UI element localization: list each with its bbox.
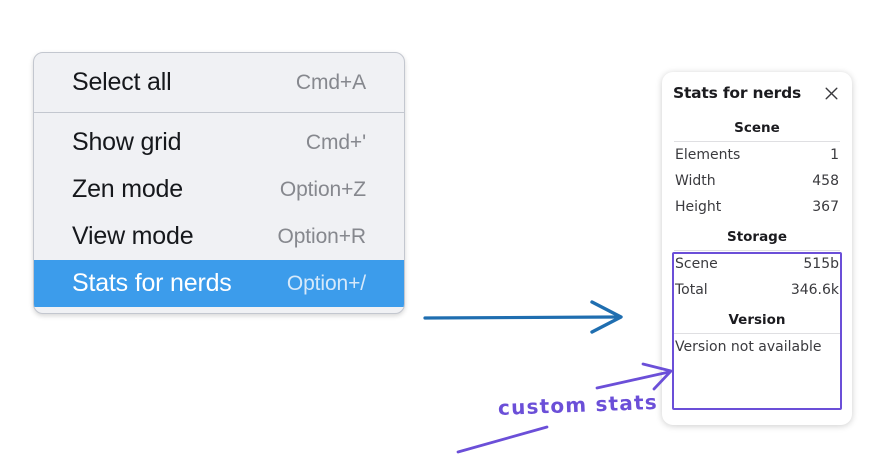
stat-row-width: Width 458 <box>672 168 842 194</box>
stats-for-nerds-panel: Stats for nerds Scene Elements 1 Width 4… <box>662 72 852 425</box>
stat-row-height: Height 367 <box>672 194 842 220</box>
stat-key: Width <box>675 173 716 189</box>
menu-group-1: Select all Cmd+A <box>34 53 404 112</box>
menu-item-shortcut: Cmd+' <box>305 130 366 154</box>
section-heading-storage: Storage <box>726 229 788 245</box>
stat-key: Scene <box>675 256 718 272</box>
stat-value: 346.6k <box>790 282 839 298</box>
callout-label-custom-stats: custom stats <box>497 389 659 420</box>
menu-item-show-grid[interactable]: Show grid Cmd+' <box>34 119 404 166</box>
close-icon[interactable] <box>821 83 841 103</box>
section-heading-version: Version <box>728 312 786 328</box>
menu-item-select-all[interactable]: Select all Cmd+A <box>34 59 404 106</box>
stat-value: 367 <box>812 199 839 215</box>
flow-arrow-icon <box>423 300 623 334</box>
menu-item-shortcut: Option+R <box>277 224 366 248</box>
stats-panel-title: Stats for nerds <box>673 84 802 102</box>
menu-item-stats-for-nerds[interactable]: Stats for nerds Option+/ <box>34 260 404 307</box>
section-divider <box>674 333 840 334</box>
menu-item-label: Show grid <box>72 128 182 156</box>
menu-item-label: View mode <box>72 222 194 250</box>
menu-item-label: Stats for nerds <box>72 269 232 297</box>
stat-value: 458 <box>812 173 839 189</box>
stat-row-elements: Elements 1 <box>672 142 842 168</box>
stat-key: Height <box>675 199 722 215</box>
menu-item-shortcut: Option+/ <box>286 271 366 295</box>
section-heading-scene: Scene <box>734 120 780 136</box>
callout-underline-stroke <box>456 425 549 454</box>
stat-row-total-storage: Total 346.6k <box>672 277 842 303</box>
menu-item-zen-mode[interactable]: Zen mode Option+Z <box>34 166 404 213</box>
menu-item-view-mode[interactable]: View mode Option+R <box>34 213 404 260</box>
menu-item-shortcut: Cmd+A <box>295 70 366 94</box>
menu-item-label: Zen mode <box>72 175 183 203</box>
section-divider <box>674 250 840 251</box>
stat-value: 1 <box>830 147 839 163</box>
section-divider <box>674 141 840 142</box>
stat-value: 515b <box>803 256 839 272</box>
stat-key: Total <box>675 282 708 298</box>
menu-item-label: Select all <box>72 68 172 96</box>
menu-item-shortcut: Option+Z <box>279 177 366 201</box>
version-not-available-text: Version not available <box>675 339 822 355</box>
stat-key: Elements <box>675 147 741 163</box>
stat-row-scene-storage: Scene 515b <box>672 251 842 277</box>
canvas-context-menu[interactable]: Select all Cmd+A Show grid Cmd+' Zen mod… <box>33 52 405 314</box>
callout-arrow-icon <box>595 362 673 391</box>
menu-group-2: Show grid Cmd+' Zen mode Option+Z View m… <box>34 112 404 313</box>
stats-panel-header: Stats for nerds <box>672 72 842 114</box>
